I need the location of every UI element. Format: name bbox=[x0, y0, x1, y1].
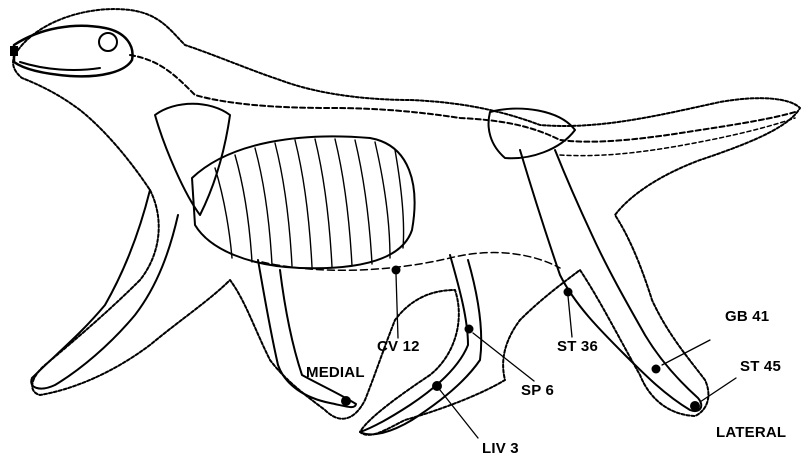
front-far-leg bbox=[31, 190, 178, 389]
nose-mark bbox=[10, 46, 18, 56]
acupoint-medial-paw bbox=[341, 396, 351, 406]
acupoint-liv3 bbox=[432, 381, 442, 391]
label-sp6: SP 6 bbox=[521, 382, 554, 399]
leader-cv12 bbox=[396, 274, 398, 338]
ribs bbox=[215, 139, 404, 267]
label-liv3: LIV 3 bbox=[482, 440, 519, 457]
front-near-leg bbox=[258, 260, 356, 407]
skull bbox=[14, 26, 133, 77]
acupoint-gb41 bbox=[652, 365, 661, 374]
label-gb41: GB 41 bbox=[725, 308, 769, 325]
hind-far-leg bbox=[520, 150, 701, 411]
leader-gb41 bbox=[662, 340, 710, 365]
body-outline bbox=[13, 9, 800, 435]
ribcage bbox=[192, 136, 415, 268]
leader-st36 bbox=[568, 296, 572, 337]
pelvis bbox=[489, 109, 575, 159]
spine bbox=[130, 55, 795, 142]
label-cv12: CV 12 bbox=[377, 338, 420, 355]
acupoint-st45 bbox=[690, 401, 700, 411]
label-medial: MEDIAL bbox=[306, 364, 365, 381]
acupoint-sp6 bbox=[465, 325, 474, 334]
eye-socket bbox=[99, 33, 117, 51]
label-lateral: LATERAL bbox=[716, 424, 786, 441]
acupoint-cv12 bbox=[392, 266, 401, 275]
label-st45: ST 45 bbox=[740, 358, 781, 375]
label-st36: ST 36 bbox=[557, 338, 598, 355]
acupoint-st36 bbox=[564, 288, 573, 297]
